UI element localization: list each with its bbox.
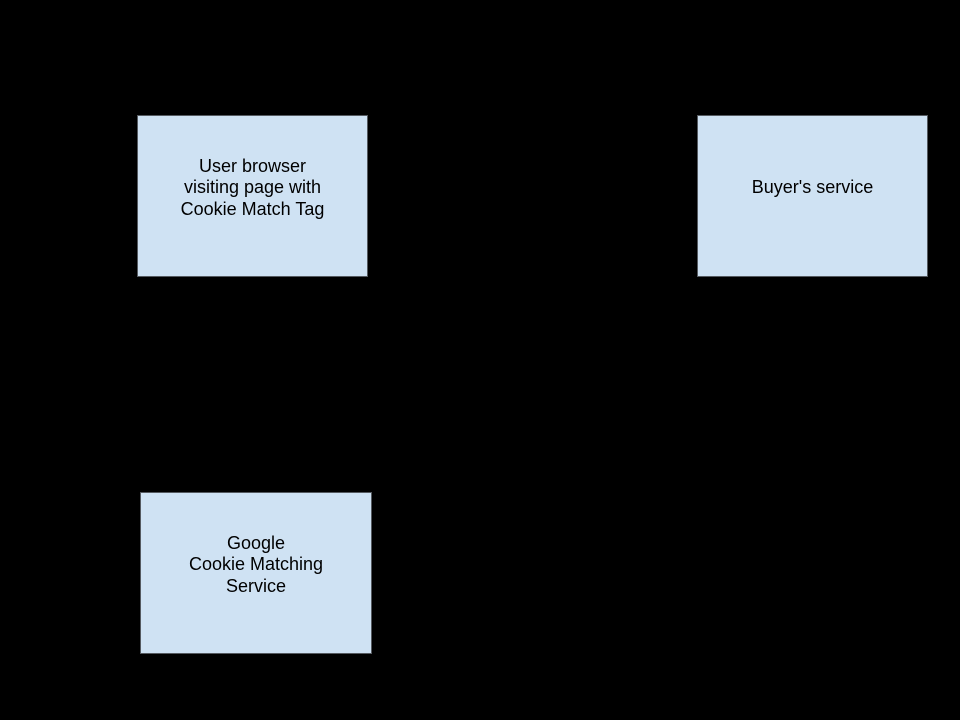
node-google-cookie-matching-service-line-3: Service [225,575,286,596]
node-user-browser: User browser visiting page with Cookie M… [137,115,368,277]
node-user-browser-line-2: visiting page with [183,177,322,198]
node-buyers-service-label: Buyer's service [752,177,873,199]
node-google-cookie-matching-service-line-2: Cookie Matching [188,554,324,575]
node-google-cookie-matching-service-line-1: Google [226,532,286,553]
node-google-cookie-matching-service: Google Cookie Matching Service [140,492,372,654]
node-user-browser-line-3: Cookie Match Tag [180,198,325,219]
node-user-browser-label: User browser visiting page with Cookie M… [181,156,325,221]
node-buyers-service: Buyer's service [697,115,928,277]
node-user-browser-line-1: User browser [198,155,307,176]
node-google-cookie-matching-service-label: Google Cookie Matching Service [189,533,323,598]
node-buyers-service-line-1: Buyer's service [751,177,874,198]
